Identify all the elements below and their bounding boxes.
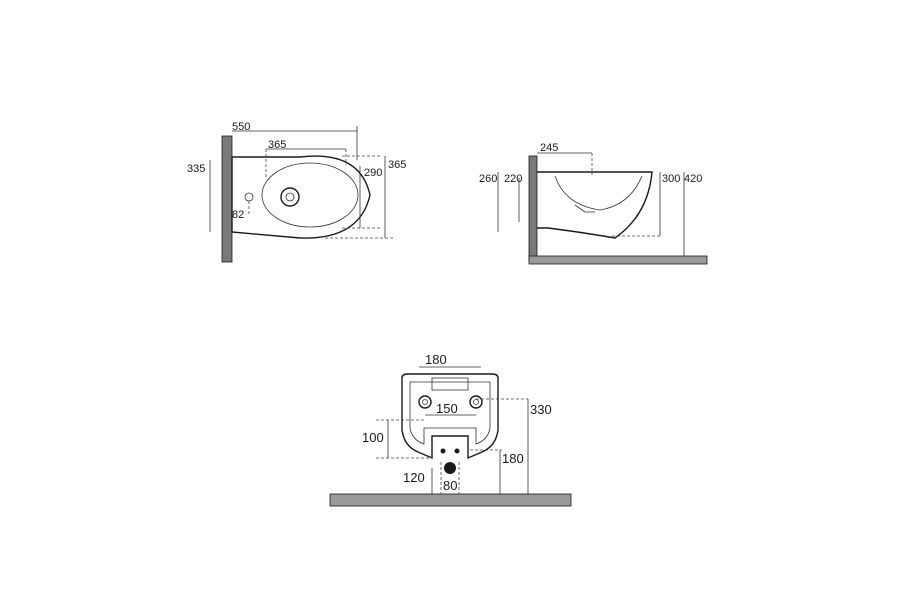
side-view-floor	[528, 255, 708, 265]
front-view-outlet	[444, 462, 456, 474]
dim-82: 82	[232, 209, 244, 221]
dim-260: 260	[479, 173, 497, 185]
dim-290: 290	[364, 167, 382, 179]
front-view-fixing-hole-right	[469, 395, 483, 409]
dim-365-inner: 365	[268, 139, 286, 151]
front-view: 180 150 330 100 180 120 80	[329, 352, 572, 507]
dim-80: 80	[443, 478, 457, 493]
front-view-floor	[329, 493, 572, 507]
dim-150: 150	[436, 401, 458, 416]
dim-180-top: 180	[425, 352, 447, 367]
dim-420: 420	[684, 173, 702, 185]
top-view-drain-inner	[285, 192, 295, 202]
top-view-bowl-outline	[231, 155, 371, 239]
front-view-body-inner	[409, 381, 491, 445]
dim-220: 220	[504, 173, 522, 185]
front-view-body	[401, 373, 499, 460]
dim-550: 550	[232, 121, 250, 133]
front-view-top-slot	[431, 377, 469, 391]
dim-120: 120	[403, 470, 425, 485]
dim-100: 100	[362, 430, 384, 445]
top-view-drain-outer	[280, 187, 300, 207]
dim-180-side: 180	[502, 451, 524, 466]
side-view: 245 260 220 300 420	[479, 142, 708, 265]
dim-335: 335	[187, 163, 205, 175]
top-view: 550 365 335 290 365 82	[187, 121, 406, 263]
front-view-inlet-right	[454, 448, 460, 454]
top-view-wall	[221, 135, 233, 263]
top-view-bowl-inner	[261, 162, 359, 228]
dim-245: 245	[540, 142, 558, 154]
side-view-bowl-inner	[554, 175, 643, 211]
dim-300: 300	[662, 173, 680, 185]
front-view-fixing-hole-left	[418, 395, 432, 409]
dim-365-outer: 365	[388, 159, 406, 171]
side-view-wall	[528, 155, 538, 261]
front-view-inlet-left	[440, 448, 446, 454]
dim-330: 330	[530, 402, 552, 417]
top-view-tap-hole	[244, 192, 254, 202]
side-view-body	[537, 171, 653, 239]
